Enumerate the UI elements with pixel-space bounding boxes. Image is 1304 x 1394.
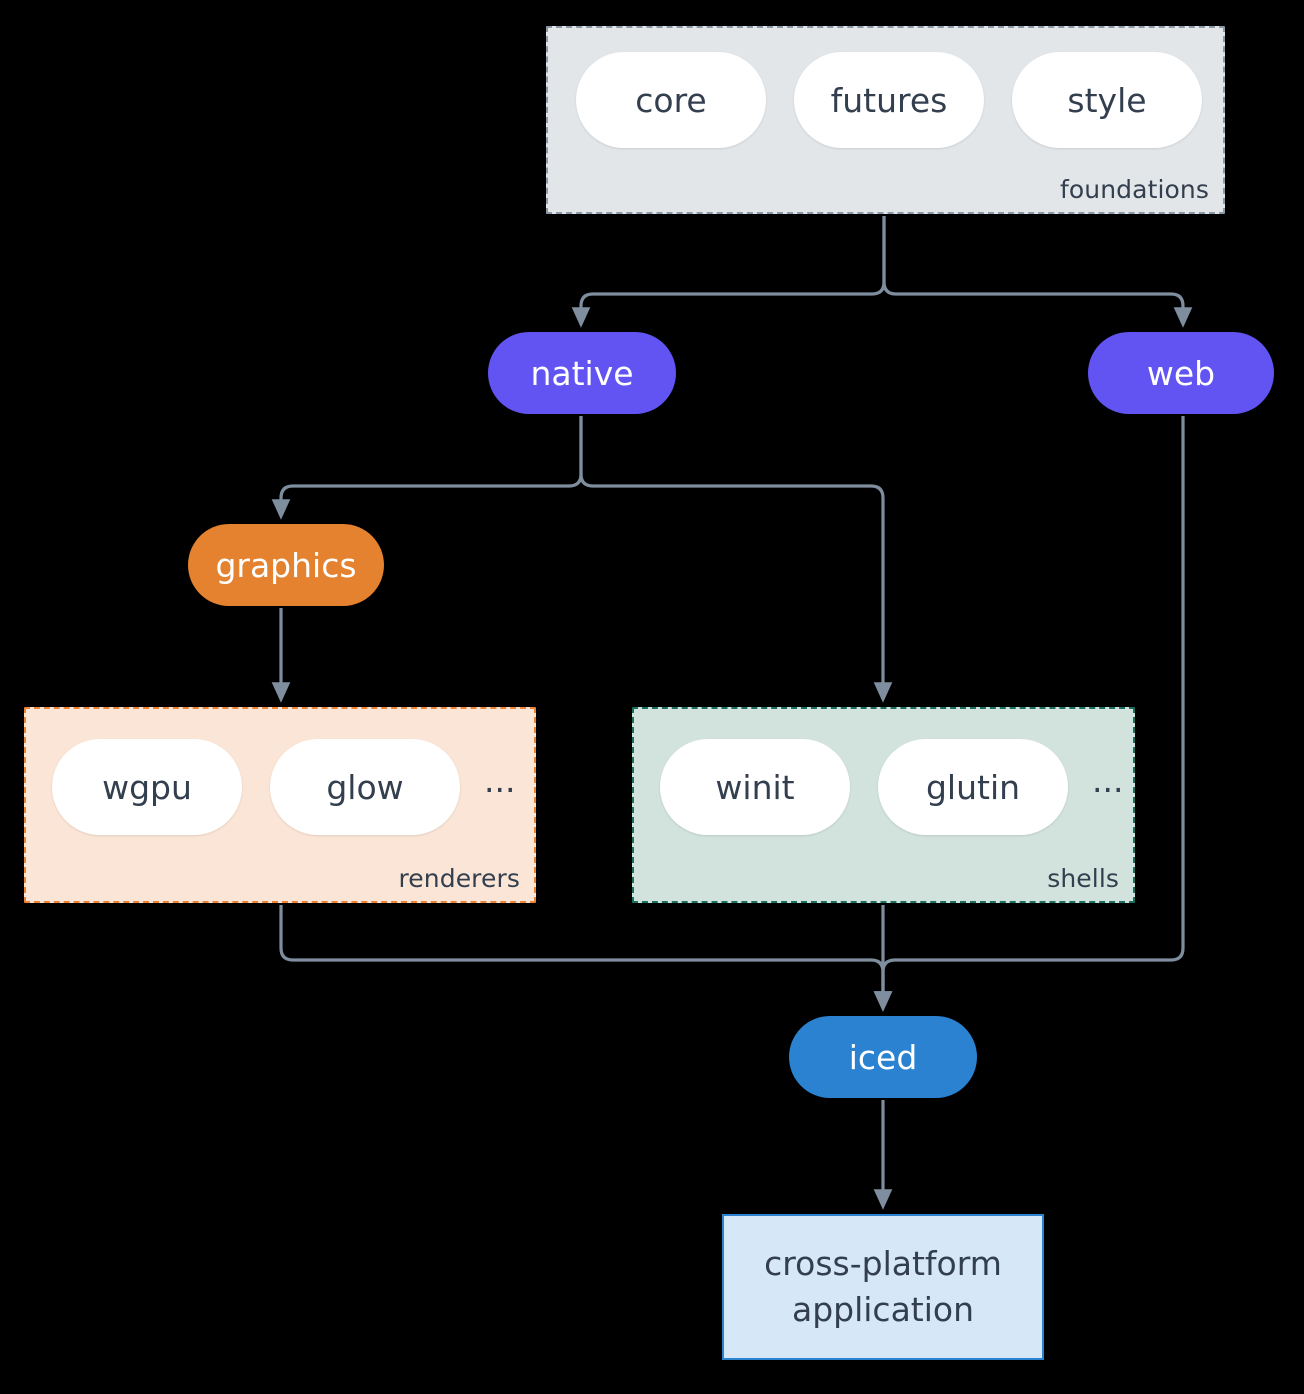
cluster-renderers-label: renderers bbox=[398, 864, 520, 893]
node-glow[interactable]: glow bbox=[270, 739, 460, 835]
node-style[interactable]: style bbox=[1012, 52, 1202, 148]
shells-ellipsis: ... bbox=[1092, 760, 1124, 800]
node-core[interactable]: core bbox=[576, 52, 766, 148]
node-glutin[interactable]: glutin bbox=[878, 739, 1068, 835]
node-cross-platform-application[interactable]: cross-platform application bbox=[722, 1214, 1044, 1360]
edge-foundations-native bbox=[571, 216, 886, 328]
edge-native-shells bbox=[579, 416, 893, 703]
node-graphics[interactable]: graphics bbox=[188, 524, 384, 606]
node-wgpu[interactable]: wgpu bbox=[52, 739, 242, 835]
cluster-foundations-label: foundations bbox=[1060, 175, 1209, 204]
cluster-foundations-nodes: core futures style bbox=[576, 52, 1202, 148]
cluster-shells: winit glutin ... shells bbox=[632, 707, 1135, 903]
node-iced[interactable]: iced bbox=[789, 1016, 977, 1098]
cluster-shells-label: shells bbox=[1047, 864, 1119, 893]
node-futures[interactable]: futures bbox=[794, 52, 984, 148]
node-native[interactable]: native bbox=[488, 332, 676, 414]
cluster-shells-nodes: winit glutin ... bbox=[660, 739, 1123, 835]
renderers-ellipsis: ... bbox=[484, 760, 516, 800]
application-label-line1: cross-platform bbox=[764, 1244, 1002, 1284]
application-label-line2: application bbox=[791, 1290, 975, 1329]
node-winit[interactable]: winit bbox=[660, 739, 850, 835]
edge-native-graphics bbox=[271, 416, 583, 520]
node-web[interactable]: web bbox=[1088, 332, 1274, 414]
edge-foundations-web bbox=[882, 216, 1193, 328]
cluster-renderers: wgpu glow ... renderers bbox=[24, 707, 536, 903]
cluster-foundations: core futures style foundations bbox=[546, 26, 1225, 214]
edge-renderers-iced bbox=[279, 905, 893, 1012]
cluster-renderers-nodes: wgpu glow ... bbox=[52, 739, 515, 835]
